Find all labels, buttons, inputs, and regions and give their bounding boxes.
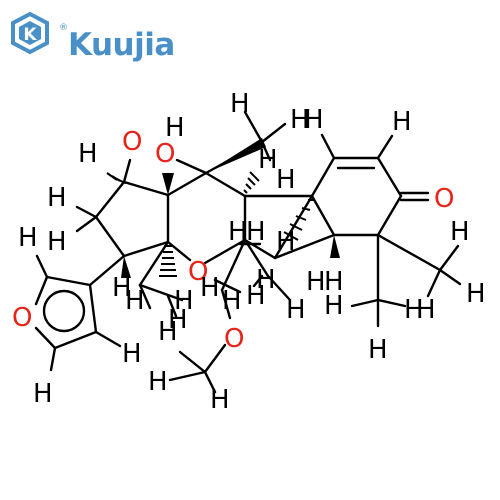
hydrogen-label: H xyxy=(404,295,424,325)
hydrogen-label: H xyxy=(168,305,188,335)
hydrogen-label: H xyxy=(466,279,486,309)
hashed-wedge-bond xyxy=(283,199,314,241)
furan-oxygen-label: O xyxy=(12,303,32,333)
registered-mark: ® xyxy=(59,23,68,33)
ketone-oxygen-label: O xyxy=(434,184,454,214)
ring-ether-oxygen-label: O xyxy=(155,139,175,169)
hashed-wedge-bond xyxy=(159,245,177,277)
hydrogen-label: H xyxy=(122,339,142,369)
hydrogen-label: H xyxy=(256,265,276,295)
hydrogen-label: H xyxy=(324,267,344,297)
hydrogen-label: H xyxy=(246,281,266,311)
methoxy-oxygen-label: O xyxy=(224,324,244,354)
hashed-wedge-bond xyxy=(106,172,127,184)
logo-wordmark: Kuujia xyxy=(68,27,175,63)
hydrogen-label: H xyxy=(125,286,145,316)
hydrogen-label: H xyxy=(306,267,326,297)
hydrogen-label: H xyxy=(276,227,296,257)
logo-mark-letter: K xyxy=(23,25,37,45)
hydrogen-label: H xyxy=(33,379,53,409)
hydrogen-label: H xyxy=(47,227,67,257)
hydrogen-label: H xyxy=(392,107,412,137)
wedge-bond xyxy=(330,235,340,258)
hydrogen-label: H xyxy=(112,273,132,303)
hydrogen-label: H xyxy=(246,217,266,247)
hydroxyl-hydrogen-label: H xyxy=(165,113,185,143)
hydrogen-label: H xyxy=(258,145,278,175)
wedge-bond xyxy=(206,138,266,173)
hydrogen-label: H xyxy=(47,183,67,213)
kuujia-logo[interactable]: K ® Kuujia xyxy=(10,11,175,63)
hydrogen-label: H xyxy=(222,286,242,316)
lactone-oxygen-label: O xyxy=(188,257,208,287)
hydrogen-label: H xyxy=(228,217,248,247)
hydrogen-label: H xyxy=(368,335,388,365)
hydrogen-label: H xyxy=(324,291,344,321)
hydrogen-label: H xyxy=(290,105,310,135)
hydroxyl-oxygen-label: O xyxy=(122,127,142,157)
hashed-wedge-bond xyxy=(243,171,260,194)
hydrogen-label: H xyxy=(210,385,230,415)
hydrogen-label: H xyxy=(416,295,436,325)
hydrogen-label: H xyxy=(148,367,168,397)
bond-layer xyxy=(34,110,462,394)
hydrogen-label: H xyxy=(18,223,38,253)
wedge-bond xyxy=(162,173,174,195)
atom-label-layer: O H O O O O O H H H H H H H H H H H H H … xyxy=(12,89,486,415)
hydrogen-label: H xyxy=(158,317,178,347)
hydrogen-label: H xyxy=(78,139,98,169)
hydrogen-label: H xyxy=(450,217,470,247)
hydrogen-label: H xyxy=(286,295,306,325)
hydrogen-label: H xyxy=(174,286,194,316)
hydrogen-label: H xyxy=(276,165,296,195)
stereo-layer xyxy=(106,138,340,278)
kuujia-logo-icon: K xyxy=(11,11,49,55)
hydrogen-label: H xyxy=(230,89,250,119)
hydrogen-label: H xyxy=(304,105,324,135)
hydrogen-label: H xyxy=(200,273,220,303)
wedge-bond xyxy=(121,256,131,278)
